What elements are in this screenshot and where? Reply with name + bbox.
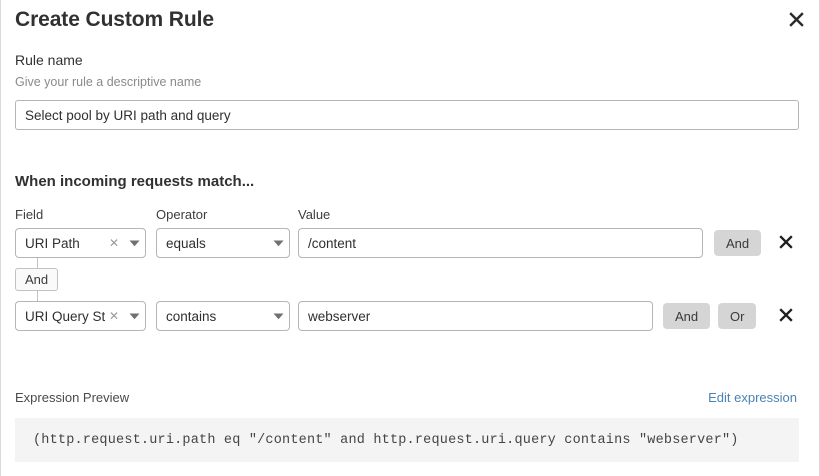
column-header-operator: Operator (156, 207, 208, 222)
operator-select-value-1: contains (166, 308, 217, 324)
add-or-button-1[interactable]: Or (718, 303, 757, 329)
page-title: Create Custom Rule (15, 8, 214, 31)
condition-connector: And (1, 258, 201, 302)
connector-and-badge[interactable]: And (15, 268, 59, 291)
close-icon (779, 307, 793, 325)
expression-preview-code: (http.request.uri.path eq "/content" and… (33, 432, 739, 448)
remove-condition-button-1[interactable] (773, 303, 799, 329)
conditions-heading: When incoming requests match... (15, 173, 255, 190)
expression-preview-box: (http.request.uri.path eq "/content" and… (15, 418, 799, 462)
value-input-1[interactable] (298, 301, 653, 331)
close-dialog-button[interactable] (783, 6, 809, 32)
value-input-0[interactable] (298, 228, 703, 258)
remove-condition-button-0[interactable] (773, 230, 799, 256)
chevron-down-icon (123, 313, 145, 320)
field-select-value-0: URI Path (25, 235, 80, 251)
close-icon (788, 11, 804, 27)
add-and-button-0[interactable]: And (714, 230, 762, 256)
operator-select-1[interactable]: contains (156, 301, 290, 331)
condition-row: URI Path ✕ equals And (1, 228, 819, 260)
operator-select-0[interactable]: equals (156, 228, 290, 258)
chevron-down-icon (267, 313, 289, 320)
close-icon (779, 234, 793, 252)
edit-expression-link[interactable]: Edit expression (708, 390, 797, 405)
column-header-field: Field (15, 207, 44, 222)
field-select-0[interactable]: URI Path ✕ (15, 228, 146, 258)
condition-row: URI Query St... ✕ contains And Or (1, 301, 819, 333)
field-select-1[interactable]: URI Query St... ✕ (15, 301, 146, 331)
rule-name-help: Give your rule a descriptive name (15, 75, 202, 89)
chevron-down-icon (267, 240, 289, 247)
column-header-value: Value (298, 207, 331, 222)
connector-line-bottom (37, 291, 38, 302)
connector-line-top (37, 258, 38, 268)
clear-x-icon[interactable]: ✕ (108, 309, 119, 323)
field-select-value-1: URI Query St... (25, 308, 105, 324)
chevron-down-icon (123, 240, 145, 247)
rule-name-input[interactable] (15, 100, 799, 130)
expression-preview-label: Expression Preview (15, 390, 130, 405)
clear-x-icon[interactable]: ✕ (108, 236, 119, 250)
rule-name-label: Rule name (15, 52, 83, 68)
add-and-button-1[interactable]: And (663, 303, 711, 329)
operator-select-value-0: equals (166, 235, 206, 251)
